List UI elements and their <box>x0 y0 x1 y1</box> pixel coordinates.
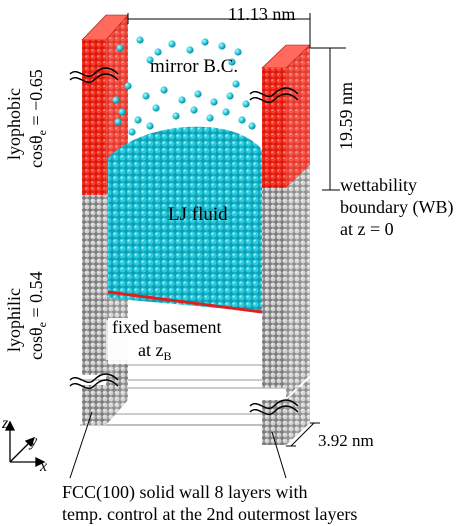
vapor-particle <box>226 92 234 100</box>
vapor-particle <box>146 122 154 130</box>
lyophilic-label: lyophilic cosθe = 0.54 <box>4 271 49 360</box>
right-wall <box>261 44 311 445</box>
axis-triad <box>4 420 46 468</box>
depth-dimension <box>286 422 320 447</box>
lyophobic-label: lyophobic cosθe = −0.65 <box>4 69 49 168</box>
height-dimension <box>310 47 346 191</box>
caption-line2: temp. control at the 2nd outermost layer… <box>62 504 357 524</box>
break-marks <box>69 67 299 415</box>
vapor-particle <box>186 46 194 54</box>
axis-z-label: z <box>1 415 9 432</box>
vapor-particle <box>210 98 218 106</box>
vapor-particle <box>124 82 132 90</box>
width-label: 11.13 nm <box>228 4 295 24</box>
basement-label-bg <box>108 318 262 364</box>
vapor-particle <box>242 100 250 108</box>
vapor-particle <box>154 48 162 56</box>
lyophobic-cos: cosθe = −0.65 <box>26 69 49 168</box>
depth-label: 3.92 nm <box>318 431 374 450</box>
lyophilic-title: lyophilic <box>4 288 24 352</box>
vapor-particle <box>228 58 236 66</box>
axis-x-label: x <box>39 458 47 475</box>
vapor-particle <box>232 80 240 88</box>
vapor-particles <box>112 36 256 136</box>
vapor-particle <box>116 44 124 52</box>
vapor-particle <box>152 104 160 112</box>
vapor-particle <box>168 40 176 48</box>
vapor-particle <box>112 96 120 104</box>
basement-label-line2: at zB <box>138 340 172 363</box>
mirror-bc-label: mirror B.C. <box>150 56 238 77</box>
axis-y-label: y <box>28 433 38 450</box>
lj-fluid-label: LJ fluid <box>168 204 228 225</box>
vapor-particle <box>194 90 202 98</box>
vapor-particle <box>218 42 226 50</box>
wb-label-line3: at z = 0 <box>340 219 394 239</box>
vapor-particle <box>118 108 126 116</box>
lyophilic-cos: cosθe = 0.54 <box>26 271 49 360</box>
vapor-particle <box>206 114 214 122</box>
vapor-particle <box>128 128 136 136</box>
vapor-particle <box>160 86 168 94</box>
lyophobic-title: lyophobic <box>4 88 24 160</box>
vapor-particle <box>136 36 144 44</box>
vapor-particle <box>201 38 209 46</box>
vapor-particle <box>134 116 142 124</box>
pointer-lines <box>69 411 287 479</box>
vapor-particle <box>172 112 180 120</box>
caption-line1: FCC(100) solid wall 8 layers with <box>62 482 308 503</box>
basement-label-line1: fixed basement <box>112 317 221 337</box>
height-label: 19.59 nm <box>336 82 356 150</box>
width-dimension <box>127 13 311 48</box>
vapor-particle <box>238 116 246 124</box>
wb-label-line1: wettability <box>340 175 417 195</box>
basement-line <box>107 290 263 314</box>
vapor-particle <box>146 56 154 64</box>
vapor-particle <box>142 92 150 100</box>
vapor-particle <box>178 96 186 104</box>
lj-fluid-body <box>108 126 262 312</box>
wb-label-line2: boundary (WB) <box>340 197 453 218</box>
vapor-particle <box>222 108 230 116</box>
vapor-particle <box>114 118 122 126</box>
vapor-particle <box>234 48 242 56</box>
vapor-particle <box>190 106 198 114</box>
vapor-particle <box>248 122 256 130</box>
